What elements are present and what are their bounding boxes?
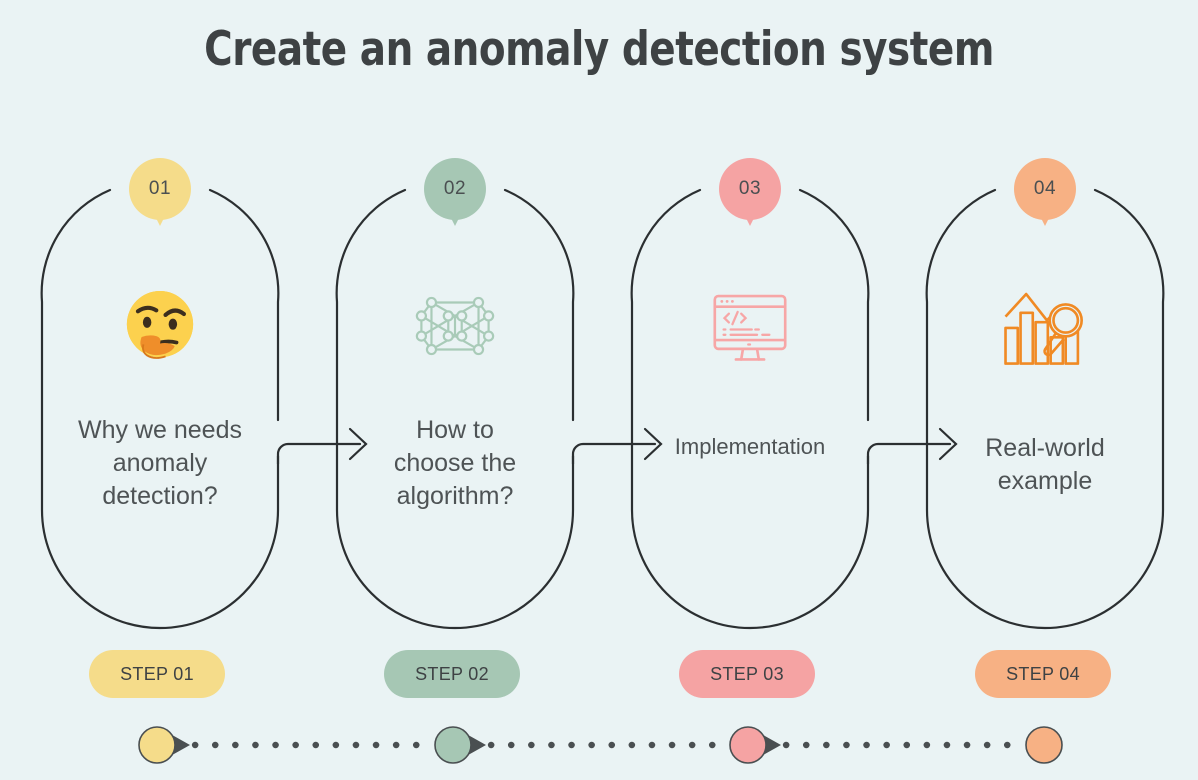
- page-title: Create an anomaly detection system: [204, 22, 994, 77]
- step-number-2: 02: [443, 178, 467, 199]
- step-number-3: 03: [738, 178, 762, 199]
- step-pin-2[interactable]: 02: [424, 158, 486, 226]
- timeline-marker-2: [434, 726, 472, 764]
- arch-outline-1: [40, 188, 280, 630]
- timeline-track: [138, 726, 1063, 764]
- connector-arrow-3: [866, 427, 958, 464]
- arch-outline-4: [925, 188, 1165, 630]
- step-column-3[interactable]: 03: [630, 158, 870, 630]
- bar-chart-magnifier-icon: [925, 272, 1165, 380]
- step-pill-3[interactable]: STEP 03: [679, 650, 815, 698]
- arch-outline-3: [630, 188, 870, 630]
- step-pin-4[interactable]: 04: [1014, 158, 1076, 226]
- arch-outline-2: [335, 188, 575, 630]
- step-caption-4: Real-world example: [985, 434, 1105, 495]
- code-monitor-icon: [630, 272, 870, 380]
- step-pill-4[interactable]: STEP 04: [975, 650, 1111, 698]
- step-pin-3[interactable]: 03: [719, 158, 781, 226]
- connector-arrow-2: [571, 427, 663, 464]
- step-number-1: 01: [148, 178, 172, 199]
- connector-arrow-1: [276, 427, 368, 464]
- step-number-4: 04: [1033, 178, 1057, 199]
- step-column-1[interactable]: 01 Why we needs anomaly detection?: [40, 158, 280, 630]
- timeline-marker-1: [138, 726, 176, 764]
- step-caption-2: How to choose the algorithm?: [393, 416, 517, 510]
- thinking-face-emoji-icon: [40, 272, 280, 380]
- step-pill-2[interactable]: STEP 02: [384, 650, 520, 698]
- step-pill-1[interactable]: STEP 01: [89, 650, 225, 698]
- neural-network-icon: [335, 272, 575, 380]
- timeline-marker-4: [1025, 726, 1063, 764]
- step-column-2[interactable]: 02: [335, 158, 575, 630]
- timeline-marker-3: [729, 726, 767, 764]
- step-caption-3: Implementation: [674, 434, 826, 459]
- step-column-4[interactable]: 04 Real-world example: [925, 158, 1165, 630]
- step-caption-1: Why we needs anomaly detection?: [78, 416, 242, 510]
- step-pin-1[interactable]: 01: [129, 158, 191, 226]
